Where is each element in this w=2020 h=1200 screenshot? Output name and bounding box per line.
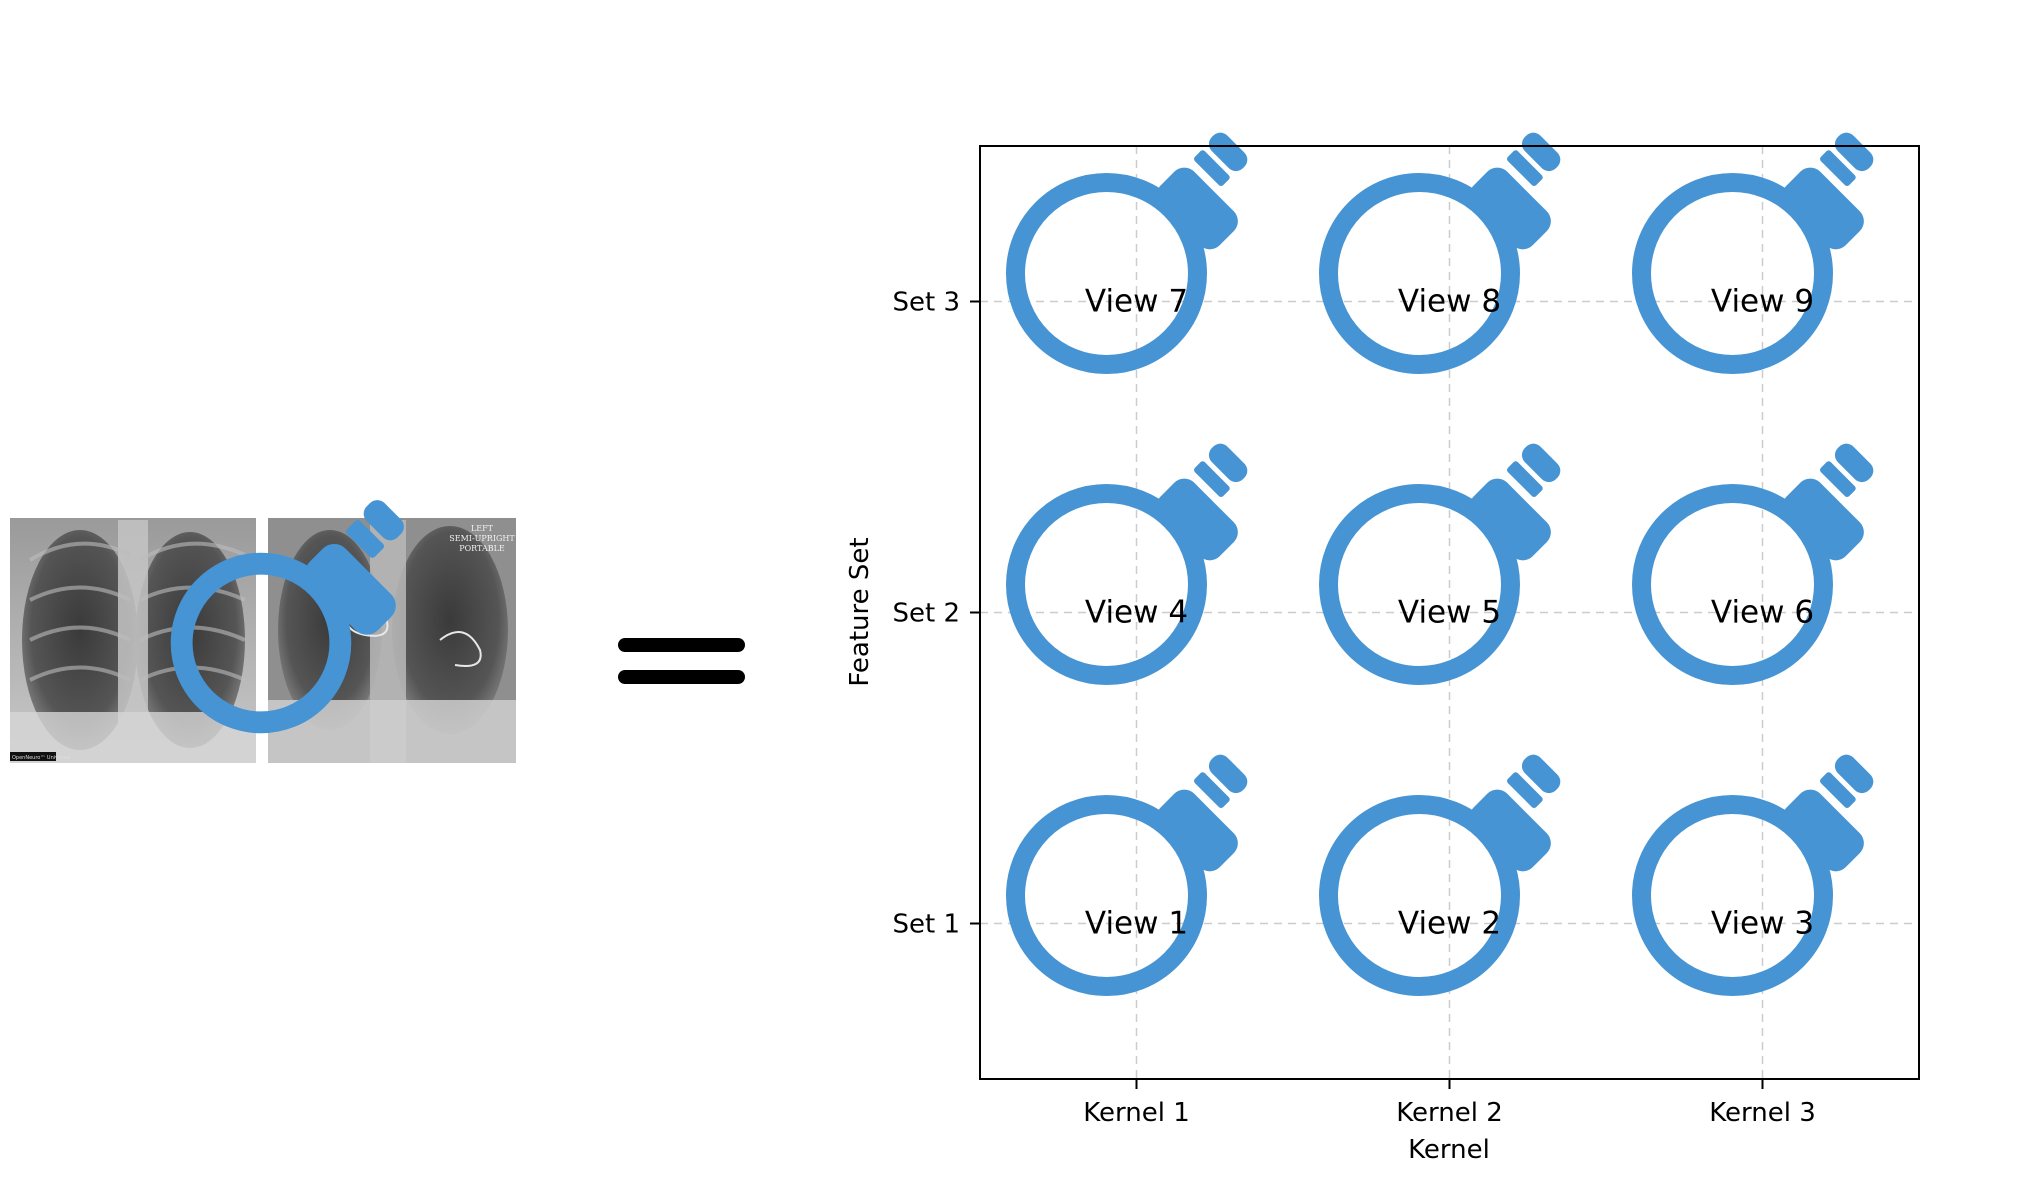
y-tick-label: Set 3 (892, 288, 960, 318)
xray-divider (256, 518, 268, 763)
view-label: View 2 (1398, 906, 1501, 942)
view-cell: View 3 (1632, 754, 1874, 996)
magnifier-icon (1319, 754, 1561, 996)
view-label: View 9 (1711, 284, 1814, 320)
magnifier-icon (1006, 754, 1248, 996)
view-label: View 5 (1398, 595, 1501, 631)
view-cell: View 8 (1319, 132, 1561, 374)
y-tick-label: Set 2 (892, 599, 960, 629)
equals-sign-icon (618, 638, 745, 684)
magnifier-icon (1006, 443, 1248, 685)
chart-grid (980, 146, 1919, 1079)
view-cells: View 1 View 2 View 3 View 4 View 5 View 6 View… (1006, 132, 1874, 996)
x-tick-label: Kernel 3 (1709, 1098, 1816, 1128)
magnifier-icon (1006, 132, 1248, 374)
xray-label-line-1: LEFT (471, 524, 494, 533)
view-cell: View 7 (1006, 132, 1248, 374)
view-cell: View 4 (1006, 443, 1248, 685)
xray-left: OpenNeuro™ Universal (10, 518, 256, 763)
view-label: View 1 (1085, 906, 1188, 942)
magnifier-icon (170, 500, 404, 734)
view-label: View 4 (1085, 595, 1188, 631)
magnifier-icon (1632, 443, 1874, 685)
x-axis-ticks: Kernel 1 Kernel 2 Kernel 3 (1083, 1079, 1816, 1128)
x-tick-label: Kernel 2 (1396, 1098, 1503, 1128)
magnifier-icon (1319, 132, 1561, 374)
view-cell: View 5 (1319, 443, 1561, 685)
xray-label-line-2: SEMI-UPRIGHT (449, 534, 515, 543)
xray-label: LEFT SEMI-UPRIGHT PORTABLE (449, 524, 515, 553)
xray-image-pair: OpenNeuro™ Universal LEFT SEMI-UPRIGHT P… (10, 518, 516, 763)
view-label: View 8 (1398, 284, 1501, 320)
view-cell: View 2 (1319, 754, 1561, 996)
y-axis-label: Feature Set (845, 537, 875, 686)
xray-label-line-3: PORTABLE (459, 544, 505, 553)
x-tick-label: Kernel 1 (1083, 1098, 1190, 1128)
view-cell: View 1 (1006, 754, 1248, 996)
view-label: View 7 (1085, 284, 1188, 320)
xray-right (268, 518, 516, 763)
magnifier-icon (1632, 754, 1874, 996)
view-cell: View 6 (1632, 443, 1874, 685)
y-axis-ticks: Set 1 Set 2 Set 3 (892, 288, 980, 940)
magnifier-icon (1632, 132, 1874, 374)
xray-watermark: OpenNeuro™ Universal (12, 755, 70, 761)
view-label: View 3 (1711, 906, 1814, 942)
magnifier-icon (1319, 443, 1561, 685)
x-axis-label: Kernel (1408, 1135, 1490, 1165)
y-tick-label: Set 1 (892, 910, 960, 940)
views-grid-chart: View 1 View 2 View 3 View 4 View 5 View 6 View… (845, 132, 1920, 1165)
view-label: View 6 (1711, 595, 1814, 631)
view-cell: View 9 (1632, 132, 1874, 374)
